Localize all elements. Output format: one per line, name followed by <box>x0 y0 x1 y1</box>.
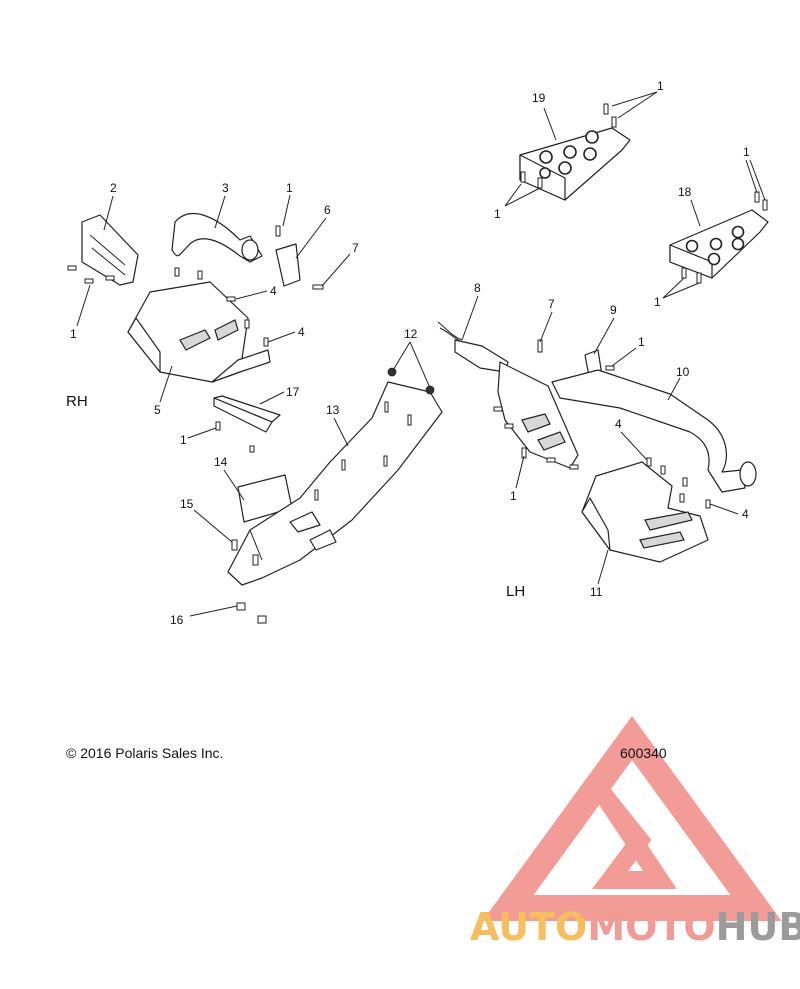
part-3-pipe <box>171 213 263 263</box>
callouts: 19 1 1 1 18 1 2 3 1 6 7 4 4 1 RH 5 17 1 … <box>66 79 750 627</box>
diagram-number: 600340 <box>620 745 667 761</box>
callout-15: 15 <box>180 497 194 511</box>
callout-1: 1 <box>743 145 750 159</box>
part-18-plate <box>669 191 769 284</box>
callout-10: 10 <box>676 365 690 379</box>
callout-4: 4 <box>270 284 277 298</box>
part-11-guard <box>581 457 711 563</box>
callout-3: 3 <box>222 181 229 195</box>
watermark-text: AUTOMOTOHUB <box>470 905 800 949</box>
callout-17: 17 <box>286 385 300 399</box>
part-19-plate <box>519 103 631 201</box>
part-2-bracket <box>67 214 139 286</box>
part-5-guard <box>127 267 271 383</box>
callout-8: 8 <box>474 281 481 295</box>
part-8-bracket <box>437 321 509 373</box>
callout-18: 18 <box>678 185 692 199</box>
callout-1: 1 <box>180 433 187 447</box>
callout-12: 12 <box>404 327 418 341</box>
callout-5: 5 <box>154 403 161 417</box>
watermark-logo: AUTOMOTOHUB <box>470 715 800 949</box>
callout-14: 14 <box>214 455 228 469</box>
callout-7: 7 <box>352 241 359 255</box>
callout-1: 1 <box>70 327 77 341</box>
callout-1: 1 <box>657 79 664 93</box>
callout-7: 7 <box>548 297 555 311</box>
callout-4: 4 <box>742 507 749 521</box>
callout-11: 11 <box>590 585 603 599</box>
watermark-inner-shape <box>592 784 677 889</box>
callout-2: 2 <box>110 181 117 195</box>
callout-1: 1 <box>286 181 293 195</box>
side-label-right: RH <box>66 393 88 410</box>
leader-lines <box>76 91 766 617</box>
side-label-left: LH <box>506 583 525 600</box>
part-17-rail <box>213 395 281 453</box>
watermark-triangle <box>482 715 782 921</box>
callout-16: 16 <box>170 613 184 627</box>
part-13-skid-plate <box>227 367 443 624</box>
part-6-bracket <box>275 225 324 290</box>
part-lh-bracket <box>493 339 579 470</box>
callout-1: 1 <box>638 335 645 349</box>
callout-1: 1 <box>494 207 501 221</box>
callout-13: 13 <box>326 403 340 417</box>
callout-9: 9 <box>610 303 617 317</box>
callout-4: 4 <box>615 417 622 431</box>
callout-1: 1 <box>510 489 517 503</box>
callout-4: 4 <box>298 325 305 339</box>
callout-6: 6 <box>324 203 331 217</box>
copyright-notice: © 2016 Polaris Sales Inc. <box>66 745 223 761</box>
part-10-pipe <box>551 369 757 493</box>
callout-1: 1 <box>654 295 661 309</box>
callout-19: 19 <box>532 91 546 105</box>
